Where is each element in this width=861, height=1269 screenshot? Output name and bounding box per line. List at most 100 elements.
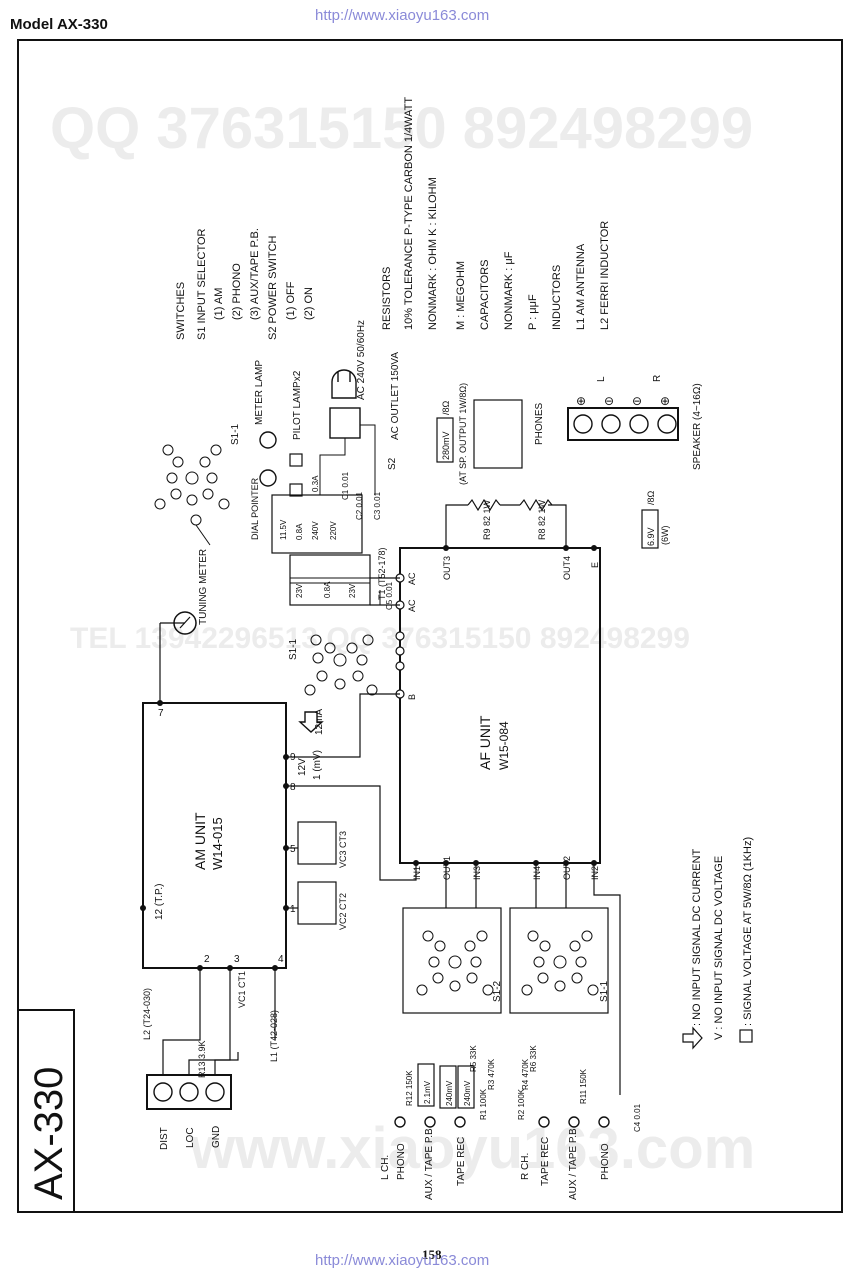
transformer-label: T1 (T52-178) <box>377 547 387 600</box>
legend-switch-4: S2 POWER SWITCH <box>267 235 279 340</box>
v-240: 240V <box>311 521 320 540</box>
svg-text:280mV: 280mV <box>441 431 451 460</box>
spk-l-minus: ⊖ <box>604 394 614 408</box>
pilot-lamp-label: PILOT LAMPx2 <box>292 370 303 440</box>
c4-label: C4 0.01 <box>633 1103 642 1132</box>
selector-switch-s1-1-mid <box>304 634 378 696</box>
af-pin-in1: IN1 <box>412 866 422 880</box>
selector-switch-s1-2 <box>416 930 494 996</box>
am-pin-5: 5 <box>290 844 296 855</box>
af-pin-b: B <box>407 694 417 700</box>
am-pin-4: 4 <box>278 954 284 965</box>
antenna-terminal-block <box>146 1074 232 1110</box>
r1-label: R1 100K <box>479 1088 488 1120</box>
v-11-5: 11.5V <box>279 519 288 540</box>
title-model: AX-330 <box>27 1067 71 1200</box>
phones-jack <box>473 399 523 469</box>
svg-text:240mV: 240mV <box>445 1080 454 1106</box>
input-l-aux: AUX / TAPE P.B. <box>424 1126 435 1200</box>
legend-resistor-2: M : MEGOHM <box>455 261 467 330</box>
r9-label: R9 82 1W <box>482 499 492 540</box>
am-pin-1: 1 <box>290 904 296 915</box>
s1-1-lower-label: S1-1 <box>599 980 610 1002</box>
model-header: Model AX-330 <box>10 16 108 33</box>
spk-l-label: L <box>596 376 607 382</box>
legend-switches-heading: SWITCHES <box>175 282 187 340</box>
am-pin-2: 2 <box>204 954 210 965</box>
am-unit-pin12: 12 (T.P.) <box>154 884 165 921</box>
legend-resistor-1: NONMARK : OHM K : KILOHM <box>427 177 439 330</box>
l1-label: L1 (T42-028) <box>269 1010 279 1062</box>
af-pin-in2: IN2 <box>590 866 600 880</box>
power-section <box>271 494 363 554</box>
legend-switch-2: (2) PHONO <box>231 263 243 320</box>
dial-pointer-label: DIAL POINTER <box>250 477 260 540</box>
tuning-meter-label: TUNING METER <box>198 549 209 625</box>
af-pin-ac2: AC <box>407 599 417 612</box>
am-pin-3: 3 <box>234 954 240 965</box>
dc-current-arrow-icon <box>682 1026 703 1050</box>
af-pin-ac1: AC <box>407 572 417 585</box>
sig-6-9v-load: /8Ω <box>646 490 656 505</box>
t1-23v-a: 23V <box>295 583 304 598</box>
note-dc-current: : NO INPUT SIGNAL DC CURRENT <box>691 848 703 1026</box>
af-pin-in4: IN4 <box>532 866 542 880</box>
watermark-bottom: www.xiaoyu163.com <box>189 1116 755 1181</box>
meter-lamp-label: METER LAMP <box>254 360 265 425</box>
input-lch: L CH. <box>380 1155 391 1180</box>
sig-280mv-load: /8Ω <box>441 400 451 415</box>
watermark-middle: TEL 13942296513 QQ 376315150 892498299 <box>70 622 690 655</box>
sig-6-9v-watt: (6W) <box>660 526 670 546</box>
vc2-label: VC2 CT2 <box>338 893 348 930</box>
t1-23v-b: 23V <box>348 583 357 598</box>
am-pin-7: 7 <box>158 708 164 719</box>
vc1-label: VC1 CT1 <box>237 971 247 1008</box>
input-l-taperec: TAPE REC <box>456 1137 467 1186</box>
s2-label: S2 <box>387 457 398 470</box>
legend-inductor-0: L1 AM ANTENNA <box>575 243 587 330</box>
page-number: 158 <box>422 1247 442 1262</box>
legend-switch-3: (3) AUX/TAPE P.B. <box>249 228 261 320</box>
pilot-lamp-2 <box>289 483 303 497</box>
terminal-dist: DIST <box>159 1127 170 1150</box>
c3-label: C3 0.01 <box>373 491 382 520</box>
af-pin-out1: OUT1 <box>442 856 452 880</box>
c1-label: C1 0.01 <box>341 471 350 500</box>
sig-2-1mv-badge: 2.1mV <box>417 1063 435 1107</box>
pilot-lamp-1 <box>289 453 303 467</box>
note-dc-voltage: V : NO INPUT SIGNAL DC VOLTAGE <box>713 856 725 1040</box>
legend-switch-6: (2) ON <box>303 287 315 320</box>
vc3-label: VC3 CT3 <box>338 831 348 868</box>
sig-280mv-badge: 280mV <box>436 417 454 463</box>
top-url: http://www.xiaoyu163.com <box>315 7 490 24</box>
c5-label: C5 0.01 <box>385 581 394 610</box>
note-signal-voltage: : SIGNAL VOLTAGE AT 5W/8Ω (1KHz) <box>742 837 754 1026</box>
signal-voltage-box-icon <box>739 1029 753 1043</box>
t1-fuse: 0.8A <box>323 581 332 598</box>
af-unit-name: AF UNIT <box>477 715 493 770</box>
legend-capacitor-0: NONMARK : μF <box>503 251 515 330</box>
r13-label: R13 3.9K <box>197 1040 207 1078</box>
sig-240mv-b-badge: 240mV <box>457 1065 475 1109</box>
legend-switch-0: S1 INPUT SELECTOR <box>196 228 208 340</box>
input-l-phono: PHONO <box>396 1143 407 1180</box>
af-pin-out4: OUT4 <box>562 556 572 580</box>
sig-6-9v-badge: 6.9V <box>641 509 659 549</box>
spk-l-plus: ⊕ <box>576 394 586 408</box>
transformer-t1 <box>289 554 371 606</box>
legend-capacitor-1: P : μμF <box>527 294 539 330</box>
watermark-top: QQ 376315150 892498299 <box>50 96 753 161</box>
am-unit-name: AM UNIT <box>192 812 208 870</box>
outer-frame <box>17 39 843 1213</box>
c2-label: C2 0.01 <box>355 491 364 520</box>
r11-label: R11 150K <box>579 1068 588 1104</box>
tuning-meter-icon <box>173 611 197 635</box>
dial-pointer-icon <box>259 469 277 487</box>
phones-label: PHONES <box>534 402 545 445</box>
sp-output-note: (AT SP. OUTPUT 1W/8Ω) <box>458 383 468 485</box>
bottom-url: http://www.xiaoyu163.com <box>315 1252 490 1269</box>
selector-box-s1-1-lower <box>509 907 609 1014</box>
selector-switch-s1-1-top <box>154 444 230 526</box>
r2-label: R2 100K <box>517 1088 526 1120</box>
svg-text:6.9V: 6.9V <box>646 527 656 546</box>
